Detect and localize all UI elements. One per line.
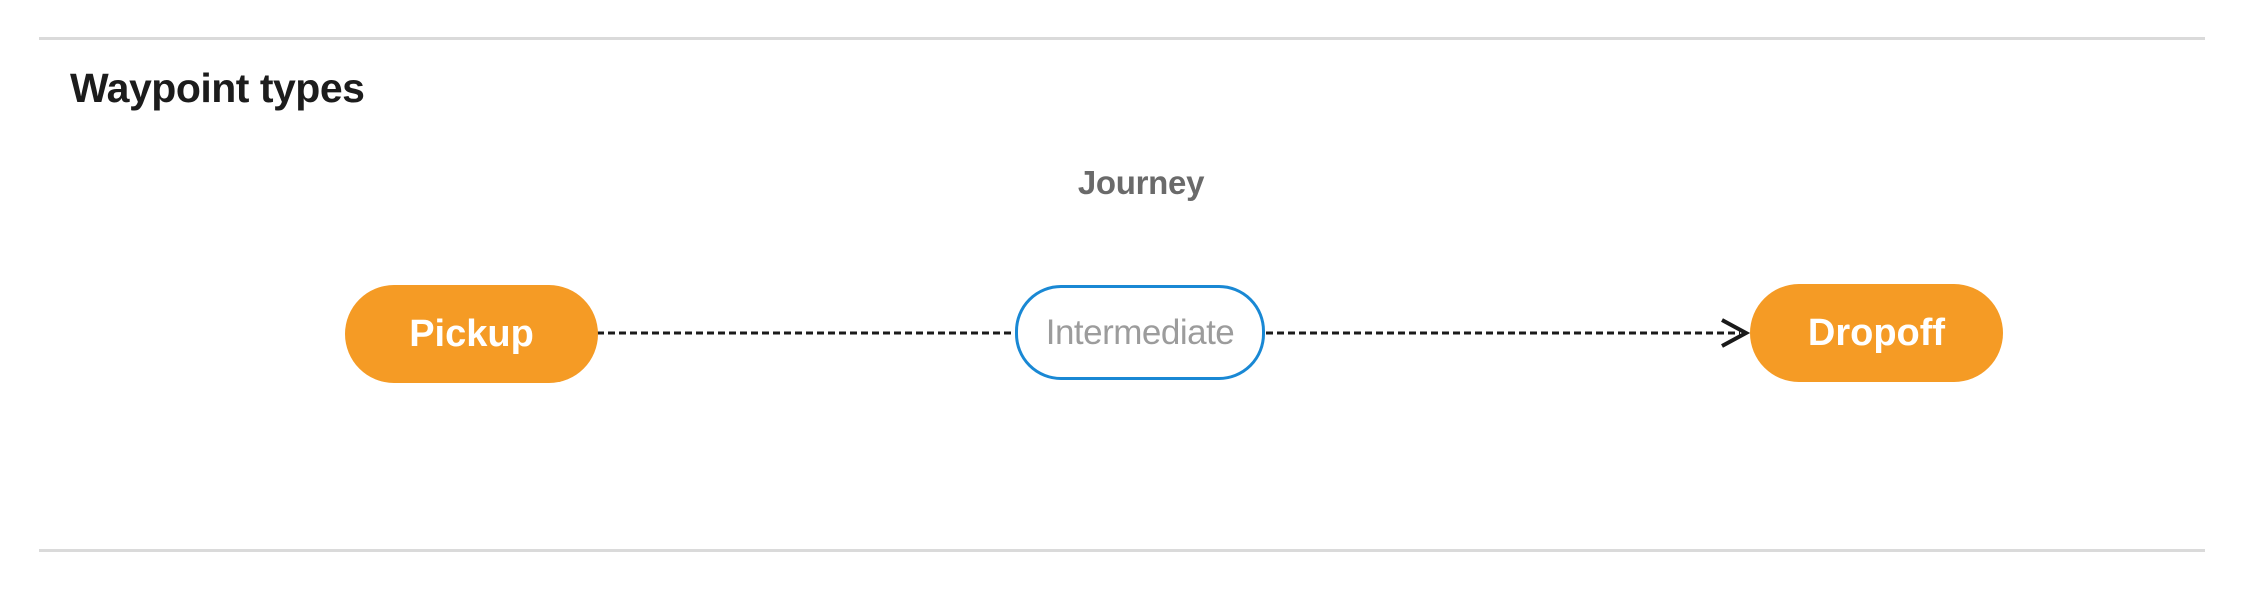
node-dropoff: Dropoff: [1750, 284, 2003, 382]
bottom-divider: [39, 549, 2205, 552]
top-divider: [39, 37, 2205, 40]
node-intermediate: Intermediate: [1015, 285, 1265, 380]
section-heading: Waypoint types: [70, 65, 365, 111]
arrowhead-icon: [1721, 318, 1751, 348]
node-pickup: Pickup: [345, 285, 598, 383]
diagram-title: Journey: [1077, 164, 1205, 201]
